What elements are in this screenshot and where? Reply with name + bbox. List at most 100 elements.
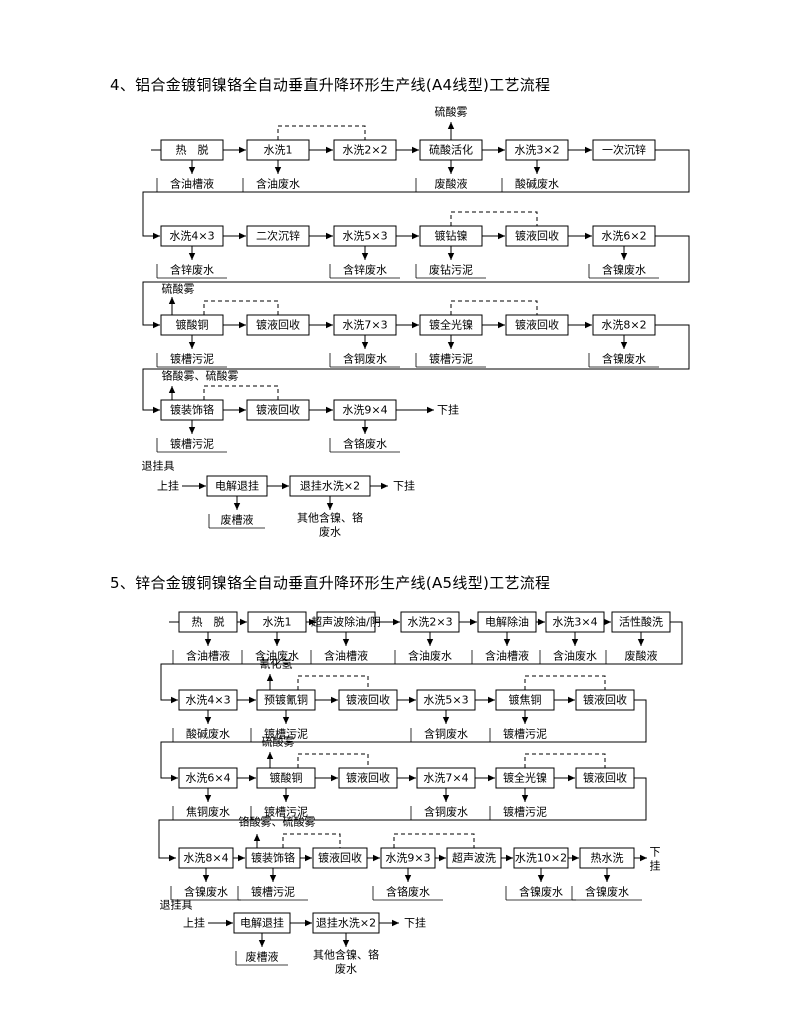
output-label: 镀槽污泥: [503, 727, 547, 741]
s1-row3-output-4: 含镍废水: [588, 352, 659, 368]
s2-row4-step-5: 超声波洗: [446, 847, 502, 869]
process-step-label: 镀钻镍: [435, 229, 468, 243]
s2-row4-step-3: 镀液回收: [312, 847, 368, 869]
s2-strip-end: 下挂: [404, 916, 426, 930]
s2-row3-step-1: 水洗6×4: [178, 767, 238, 789]
process-step-label: 水洗5×3: [342, 230, 387, 243]
recycle-loop: [297, 753, 369, 768]
s2-row2-output-1: 酸碱废水: [172, 727, 243, 743]
s2-row1-step-2: 水洗1: [247, 611, 307, 633]
s2-row1-output-6: 含油废水: [539, 649, 610, 665]
process-step-label: 预镀氰铜: [264, 693, 308, 707]
output-label: 镀槽污泥: [264, 805, 308, 819]
s2-strip-step-1: 电解退挂: [233, 912, 291, 934]
s1-row1-step-2: 水洗1: [246, 139, 310, 161]
process-step-label: 热 脱: [192, 615, 225, 629]
s1-row2-output-2: 含锌废水: [329, 263, 400, 279]
s1-row3-step-2: 镀液回收: [246, 314, 310, 336]
s1-strip-output-2: 其他含镍、铬: [297, 511, 363, 525]
process-step-label: 热 脱: [176, 143, 209, 157]
flow-connector: [142, 149, 690, 240]
s1-row4-step-3: 水洗9×4: [333, 399, 397, 421]
recycle-loop: [524, 753, 606, 768]
process-step-label: 退挂水洗×2: [316, 916, 376, 930]
output-label: 含油废水: [408, 649, 452, 663]
s2-row3-top-note: 硫酸雾: [262, 735, 295, 749]
process-step-label: 水洗8×4: [183, 852, 228, 865]
process-step-label: 镀装饰铬: [251, 851, 295, 865]
s2-row1-step-5: 电解除油: [477, 611, 537, 633]
s1-row1-output-1: 含油槽液: [156, 177, 227, 193]
s1-row3-step-3: 水洗7×3: [333, 314, 397, 336]
output-label: 含油废水: [553, 649, 597, 663]
output-label: 含油废水: [256, 177, 300, 191]
s2-row1-step-6: 水洗3×4: [545, 611, 605, 633]
s1-row3-step-6: 水洗8×2: [592, 314, 656, 336]
s2-row4-output-5: 含镍废水: [571, 885, 642, 901]
output-label: 镀槽污泥: [251, 885, 295, 899]
s1-row1-top-note: 硫酸雾: [435, 105, 468, 119]
output-label: 废酸液: [435, 177, 468, 191]
s2-row1-output-3: 含油槽液: [310, 649, 381, 665]
process-step-label: 硫酸活化: [429, 143, 473, 157]
s1-row3-output-1: 镀槽污泥: [156, 352, 227, 368]
s2-row3-step-3: 镀液回收: [338, 767, 398, 789]
s1-row3-step-5: 镀液回收: [505, 314, 569, 336]
s1-row1-step-6: 一次沉锌: [592, 139, 656, 161]
process-step-label: 水洗5×3: [423, 694, 468, 707]
s2-row1-output-7: 废酸液: [605, 649, 676, 665]
s1-row2-step-5: 镀液回收: [505, 225, 569, 247]
s2-row2-step-4: 水洗5×3: [416, 689, 476, 711]
output-label: 镀槽污泥: [503, 805, 547, 819]
process-step-label: 水洗7×3: [342, 319, 387, 332]
output-label: 含镍废水: [585, 885, 629, 899]
s2-row2-step-1: 水洗4×3: [178, 689, 238, 711]
output-label: 含铜废水: [424, 727, 468, 741]
s1-row1-step-1: 热 脱: [160, 139, 224, 161]
process-step-label: 活性酸洗: [619, 615, 663, 629]
s2-row1-output-4: 含油废水: [394, 649, 465, 665]
s2-row4-step-1: 水洗8×4: [178, 847, 234, 869]
process-step-label: 水洗2×2: [342, 144, 387, 157]
s2-row4-end-1: 下: [650, 846, 661, 859]
s2-row3-step-5: 镀全光镍: [495, 767, 555, 789]
output-label: 含镍废水: [602, 263, 646, 277]
s1-row3-top-note: 硫酸雾: [162, 282, 195, 296]
process-step-label: 水洗3×2: [514, 144, 559, 157]
s2-row2-output-4: 镀槽污泥: [489, 727, 560, 743]
s2-row4-output-4: 含镍废水: [505, 885, 576, 901]
process-step-label: 超声波洗: [452, 851, 496, 865]
s2-row2-top-note: 氰化氢: [260, 657, 293, 671]
output-label: 废酸液: [625, 649, 658, 663]
output-label: 含铜废水: [424, 805, 468, 819]
s2-row3-output-3: 含铜废水: [410, 805, 481, 821]
s1-row1-step-5: 水洗3×2: [505, 139, 569, 161]
process-step-label: 水洗3×4: [552, 616, 597, 629]
section2-title: 5、锌合金镀铜镍铬全自动垂直升降环形生产线(A5线型)工艺流程: [110, 574, 551, 592]
recycle-loop: [450, 300, 538, 315]
recycle-loop: [297, 675, 369, 690]
s2-row1-step-4: 水洗2×3: [400, 611, 460, 633]
recycle-loop: [450, 211, 538, 226]
s1-row4-step-2: 镀液回收: [246, 399, 310, 421]
output-label: 镀槽污泥: [170, 352, 214, 366]
s1-row4-top-note: 铬酸雾、硫酸雾: [162, 369, 239, 383]
output-label: 含镍废水: [519, 885, 563, 899]
s2-row1-step-3: 超声波除油/阴: [311, 611, 381, 633]
output-label: 含油槽液: [170, 177, 214, 191]
s2-row4-step-2: 镀装饰铬: [245, 847, 301, 869]
s1-row2-step-2: 二次沉锌: [246, 225, 310, 247]
s1-row1-output-4: 酸碱废水: [501, 177, 572, 193]
s2-strip-output-3: 废水: [335, 962, 357, 976]
process-step-label: 镀全光镍: [503, 771, 547, 785]
output-label: 含铜废水: [343, 352, 387, 366]
s2-row4-top-note: 铬酸雾、硫酸雾: [239, 815, 316, 829]
flow-connector: [160, 621, 683, 704]
s1-row3-step-1: 镀酸铜: [160, 314, 224, 336]
output-label: 含锌废水: [170, 263, 214, 277]
s1-row3-output-2: 含铜废水: [329, 352, 400, 368]
s2-strip-title: 退挂具: [160, 898, 193, 912]
s2-row4-end-2: 挂: [650, 859, 661, 873]
output-label: 废钻污泥: [429, 263, 473, 277]
